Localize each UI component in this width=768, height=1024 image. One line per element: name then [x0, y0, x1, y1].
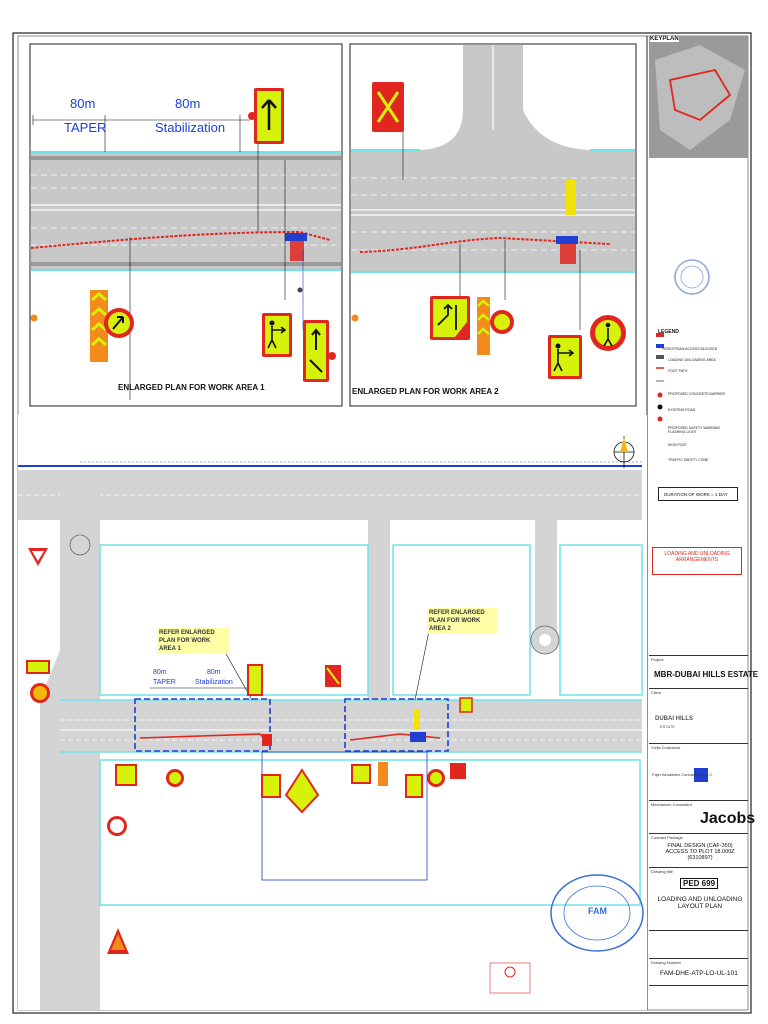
speed-sign-icon-main: [30, 683, 50, 703]
pedestrian-sign-icon-a1: [262, 313, 292, 357]
no-pedestrian-sign-icon-a2: [590, 315, 626, 351]
client-logo-sub: ESTATE: [660, 724, 675, 729]
rta-logo-icon: [489, 962, 531, 994]
contract-package: FINAL DESIGN (CAF-350) ACCESS TO PLOT 18…: [665, 843, 735, 861]
duration-note: DURATION OF WORK = 1 DAY: [664, 492, 728, 497]
warning-sign-icon-main: [284, 768, 320, 814]
give-way-sign-icon-main: [28, 548, 48, 566]
keyplan-map: [649, 36, 748, 158]
no-left-turn-sign-icon-a2: [490, 310, 514, 334]
lane-shift-sign-icon-main: [115, 764, 137, 786]
no-left-turn-sign-icon-main: [166, 769, 184, 787]
client-logo: DUBAI HILLS: [655, 716, 693, 722]
panel-area2-road: [351, 45, 635, 330]
pedestrian-sign-icon-main: [261, 774, 281, 798]
contractor-name: Fajer Almadaen Contracting L.L.C.: [652, 772, 714, 777]
legend-item: PROPOSED CONCRETE BARRIER: [668, 392, 725, 396]
keyplan-label: KEYPLAN: [650, 36, 679, 42]
package-label: Contract Package: [651, 835, 683, 840]
flash-light-icon: [248, 112, 256, 120]
jacobs-logo: Jacobs: [700, 810, 756, 827]
contractor-label: Civils Contractor: [651, 745, 681, 750]
main-plan-roads: [18, 436, 643, 1010]
contractor-logo-icon: [694, 768, 708, 782]
legend-item: PEDESTRIAN ACCESS BLOCKED: [662, 347, 718, 351]
area1-title: ENLARGED PLAN FOR WORK AREA 1: [118, 383, 265, 392]
drawing-title: LOADING AND UNLOADING LAYOUT PLAN: [657, 896, 743, 910]
project-label: Project: [651, 657, 664, 662]
refer-area1-note: REFER ENLARGED PLAN FOR WORK AREA 1: [157, 628, 229, 654]
consultant-label: Mechanism Consultant: [651, 802, 692, 807]
legend-item: EXISTING ROAD: [668, 408, 696, 412]
sign-turn-icon-main: [247, 664, 263, 696]
legend-title: LEGEND: [658, 329, 679, 335]
fam-stamp-text: FAM: [588, 906, 607, 916]
road-works-sign-icon-main: [107, 928, 129, 954]
drawing-number-label: Drawing Number: [651, 960, 682, 965]
flash-light-icon: [328, 352, 336, 360]
sign-board-icon-main: [26, 660, 50, 674]
sign-turn-left-icon-a1: [254, 88, 284, 144]
ped-code: PED 699: [680, 878, 719, 889]
stabilization-length-label: 80m: [175, 96, 201, 111]
no-entry-sign-icon-main: [325, 665, 341, 687]
legend-item: LOADING UNLOADING AREA: [668, 358, 716, 362]
taper-length-label: 80m: [70, 96, 96, 111]
taper-label: TAPER: [64, 120, 107, 135]
main-taper-length: 80m: [153, 669, 167, 676]
area2-title: ENLARGED PLAN FOR WORK AREA 2: [352, 387, 499, 396]
no-left-turn-sign-icon-a1: [104, 308, 134, 338]
approval-stamp-icon: [674, 259, 710, 295]
project-name: MBR-DUBAI HILLS ESTATE: [654, 670, 759, 679]
drawing-number: FAM-DHE-ATP-LO-UL-101: [660, 970, 738, 977]
legend-swatches: [656, 333, 664, 422]
chevron-sign-icon-a1: [90, 290, 108, 362]
refer-area2-note: REFER ENLARGED PLAN FOR WORK AREA 2: [427, 608, 497, 634]
speed-40-sign-icon-main: [107, 816, 127, 836]
legend-item: SIGN POST: [668, 443, 688, 447]
sheet-border: [12, 32, 752, 1014]
pedestrian-sign-icon-a2: [548, 335, 582, 379]
legend-item: FOOT PATH: [668, 369, 688, 373]
lane-shift-sign-icon-a2: [430, 296, 470, 340]
client-label: Client: [651, 690, 662, 695]
main-stab-length: 80m: [207, 669, 221, 676]
legend-item: PROPOSED SAFETY WARNING FLASHING LIGHT: [668, 426, 721, 434]
purpose-label: LOADING AND UNLOADING ARRANGEMENTS: [664, 551, 730, 563]
main-taper-label: TAPER: [153, 679, 176, 686]
main-stab-label: Stabilization: [195, 679, 233, 686]
panel-area1-road: [30, 115, 341, 400]
fam-stamp-icon: [550, 874, 644, 952]
chevron-sign-icon-a2: [477, 297, 490, 355]
cone-icon: [30, 314, 38, 322]
drawing-title-label: Drawing title: [651, 869, 674, 874]
stabilization-label: Stabilization: [155, 120, 226, 135]
signs-group-icon-main-2: [351, 697, 473, 798]
two-way-sign-icon-a1: [303, 320, 329, 382]
cone-icon: [351, 314, 359, 322]
legend-item: TRAFFIC SAFETY CONE: [668, 458, 709, 462]
no-entry-sign-icon-a2: [372, 82, 404, 132]
